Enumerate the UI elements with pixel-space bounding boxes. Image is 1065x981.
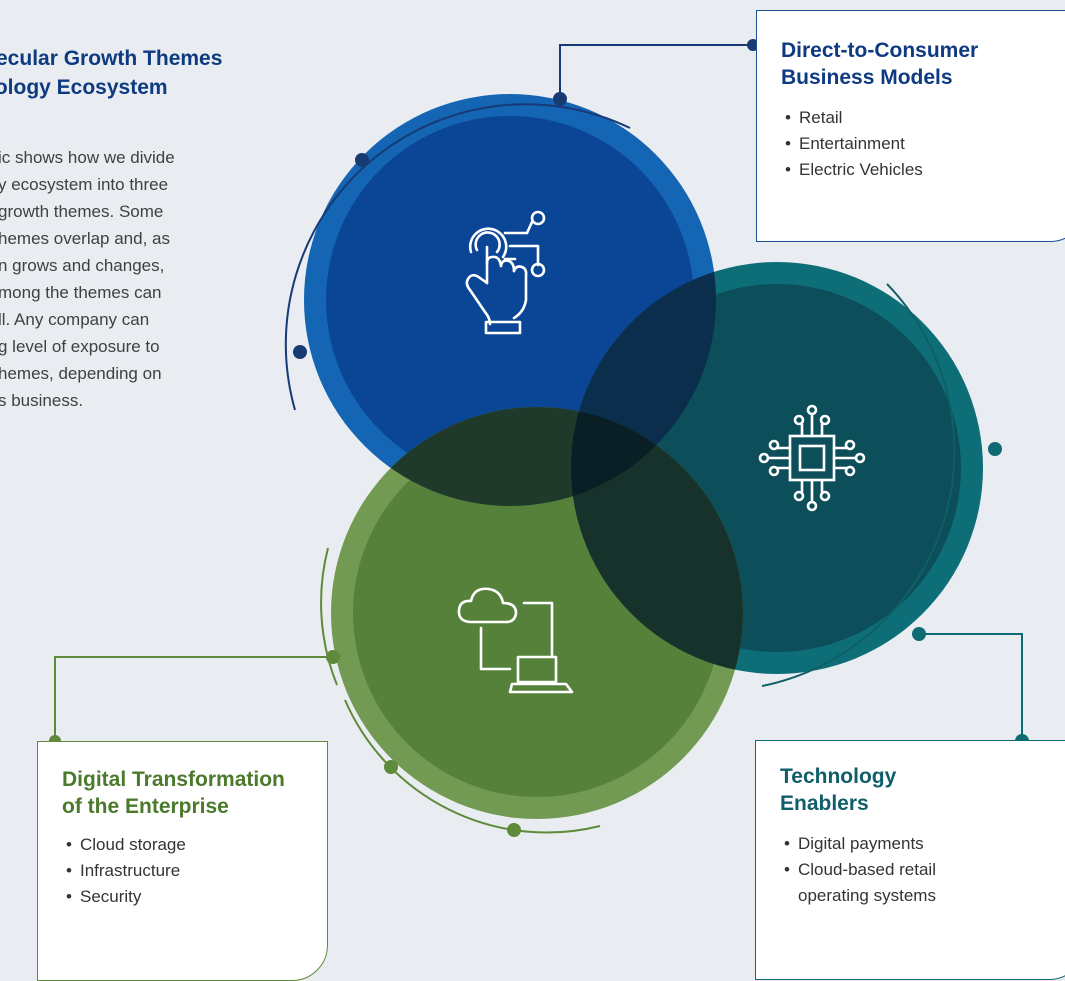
- list-item: operating systems: [798, 886, 936, 905]
- intro-line: mong the themes can: [0, 283, 162, 302]
- list-item: Infrastructure: [66, 858, 327, 884]
- title-line: Digital Transformation: [62, 768, 285, 791]
- blue-arc-dot: [293, 345, 307, 359]
- teal-green-overlap: [571, 407, 743, 674]
- title-line: Direct-to-Consumer: [781, 39, 979, 62]
- green-arc-dot: [507, 823, 521, 837]
- intro-line: ic shows how we divide: [0, 148, 175, 167]
- list-item: Cloud storage: [66, 832, 327, 858]
- direct-to-consumer-box: Direct-to-Consumer Business Models Retai…: [756, 10, 1065, 242]
- intro-paragraph: ic shows how we divide y ecosystem into …: [0, 144, 268, 414]
- intro-line: g level of exposure to: [0, 337, 160, 356]
- list-item: Digital payments: [784, 831, 1065, 857]
- blue-arc: [284, 103, 631, 411]
- chip-icon: [758, 404, 866, 512]
- list-item: Entertainment: [785, 131, 1065, 157]
- intro-line: ll. Any company can: [0, 310, 150, 329]
- cloud-laptop-icon: [457, 587, 574, 694]
- intro-line: y ecosystem into three: [0, 175, 169, 194]
- heading-line: nology Ecosystem: [0, 76, 168, 99]
- list-item: Cloud-based retail: [784, 857, 1065, 883]
- intro-line: s business.: [0, 391, 84, 410]
- list-item: Electric Vehicles: [785, 157, 1065, 183]
- intro-line: growth themes. Some: [0, 202, 164, 221]
- digital-transformation-title: Digital Transformation of the Enterprise: [62, 766, 327, 820]
- digital-transformation-list: Cloud storage Infrastructure Security: [66, 832, 327, 910]
- touch-tech-hand-icon: [465, 210, 546, 335]
- title-line: Business Models: [781, 66, 953, 89]
- direct-to-consumer-title: Direct-to-Consumer Business Models: [781, 37, 1065, 91]
- technology-enablers-box: Technology Enablers Digital payments Clo…: [755, 740, 1065, 980]
- list-item: Retail: [785, 105, 1065, 131]
- teal-arc-dot: [988, 442, 1002, 456]
- teal-arc: [761, 283, 956, 687]
- green-arc-dot: [384, 760, 398, 774]
- direct-to-consumer-list: Retail Entertainment Electric Vehicles: [785, 105, 1065, 183]
- technology-enablers-title: Technology Enablers: [780, 763, 1065, 817]
- intro-line: hemes overlap and, as: [0, 229, 170, 248]
- digital-transformation-box: Digital Transformation of the Enterprise…: [37, 741, 328, 981]
- intro-line: n grows and changes,: [0, 256, 165, 275]
- blue-arc-dot: [355, 153, 369, 167]
- list-item: Security: [66, 884, 327, 910]
- overlap-regions: [331, 262, 743, 674]
- title-line: Enablers: [780, 792, 869, 815]
- intro-line: hemes, depending on: [0, 364, 162, 383]
- page-heading: Secular Growth Themes nology Ecosystem: [0, 44, 302, 102]
- title-line: of the Enterprise: [62, 795, 229, 818]
- heading-line: Secular Growth Themes: [0, 47, 223, 70]
- blue-teal-overlap: [571, 262, 716, 506]
- technology-enablers-list: Digital payments Cloud-based retail oper…: [784, 831, 1065, 909]
- title-line: Technology: [780, 765, 897, 788]
